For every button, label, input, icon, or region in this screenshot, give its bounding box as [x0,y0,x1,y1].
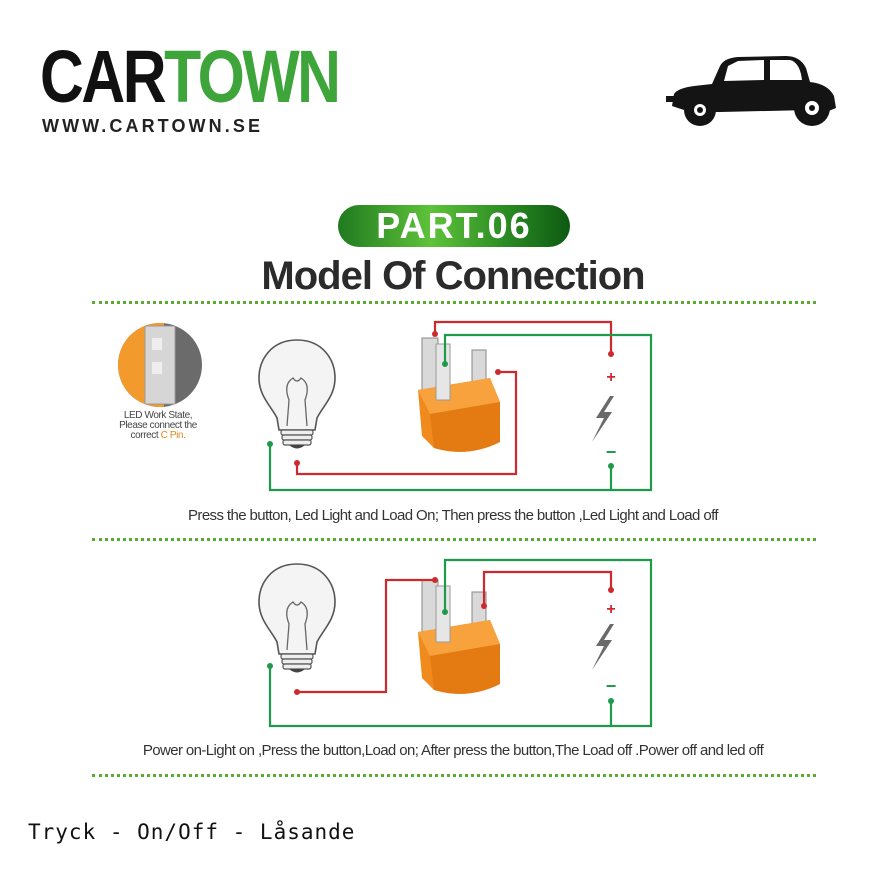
part-badge: PART.06 [338,205,570,247]
logo-town-text: TOWN [164,35,341,118]
logo-wordmark: CARTOWN [40,40,341,114]
led-note-line-2: Please connect the [119,420,197,431]
bulb-icon-1 [258,339,336,450]
led-state-illustration [118,323,202,407]
led-note-line-1: LED Work State, [123,410,193,421]
rocker-switch-icon-1 [417,337,501,453]
diagram-1: + − [118,320,653,492]
hot-rod-car-icon [666,56,836,126]
minus-label-1: − [606,442,617,462]
divider-bottom [92,774,816,777]
plus-label-1: + [606,369,615,386]
bulb-icon-2 [258,563,336,674]
product-footer-text: Tryck - On/Off - Låsande [28,820,356,844]
cartown-logo: CARTOWN WWW.CARTOWN.SE [40,40,341,137]
led-note-line-3: correct C Pin. [108,431,208,441]
page-title: Model Of Connection [261,254,645,298]
rocker-switch-icon-2 [417,579,501,695]
power-bolt-icon-1 [592,396,614,442]
diagram-2-caption: Power on-Light on ,Press the button,Load… [142,742,764,759]
minus-label-2: − [606,676,617,696]
led-note-line-3-prefix: correct [130,430,161,441]
power-bolt-icon-2 [592,624,614,670]
part-badge-label: PART.06 [376,205,532,246]
led-note-c-pin: C Pin. [160,430,186,441]
divider-middle [92,538,816,541]
logo-car-text: CAR [40,35,167,118]
diagram-2: + − [258,558,653,728]
diagram-1-caption: Press the button, Led Light and Load On;… [188,507,719,524]
divider-top [92,301,816,304]
led-state-note: LED Work State, Please connect the corre… [108,411,208,441]
logo-url: WWW.CARTOWN.SE [42,116,264,136]
plus-label-2: + [606,601,615,618]
